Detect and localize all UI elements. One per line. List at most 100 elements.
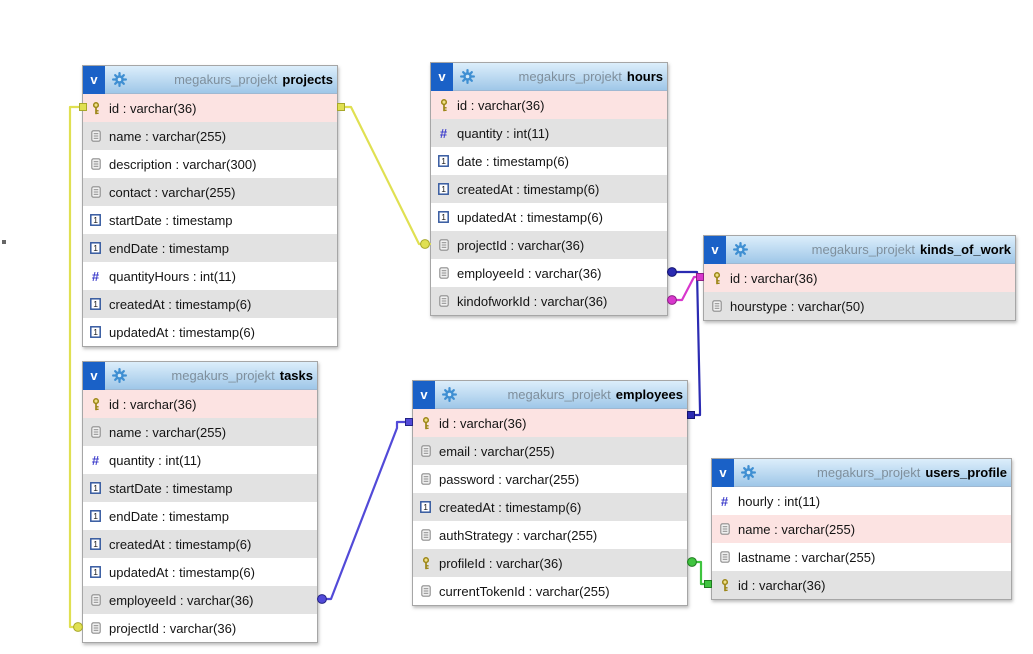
field-row-projectId[interactable]: projectId : varchar(36) <box>83 614 317 642</box>
field-row-id[interactable]: id : varchar(36) <box>704 264 1015 292</box>
field-row-profileId[interactable]: profileId : varchar(36) <box>413 549 687 577</box>
table-users_profile[interactable]: v megakurs_projekt users_profile # hourl… <box>711 458 1012 600</box>
table-name: kinds_of_work <box>919 242 1011 257</box>
field-row-name[interactable]: name : varchar(255) <box>83 418 317 446</box>
stray-mark <box>2 240 6 244</box>
timestamp-icon: 1 <box>89 510 102 522</box>
field-row-updatedAt[interactable]: 1 updatedAt : timestamp(6) <box>431 203 667 231</box>
field-row-id[interactable]: id : varchar(36) <box>83 94 337 122</box>
svg-text:1: 1 <box>93 483 98 493</box>
timestamp-icon: 1 <box>437 211 450 223</box>
key-icon <box>437 98 450 112</box>
table-tasks[interactable]: v megakurs_projekt tasks id : varchar(36… <box>82 361 318 643</box>
key-icon <box>710 271 723 285</box>
timestamp-icon: 1 <box>437 183 450 195</box>
select-checkbox[interactable]: v <box>431 62 453 91</box>
gear-icon[interactable] <box>442 387 457 402</box>
table-hours[interactable]: v megakurs_projekt hours id : varchar(36… <box>430 62 668 316</box>
table-employees[interactable]: v megakurs_projekt employees id : varcha… <box>412 380 688 606</box>
numeric-icon: # <box>720 493 729 509</box>
svg-text:1: 1 <box>93 511 98 521</box>
timestamp-icon: 1 <box>89 298 102 310</box>
relation-projects-id-hours-projectId <box>336 105 432 246</box>
field-row-createdAt[interactable]: 1 createdAt : timestamp(6) <box>83 530 317 558</box>
field-row-updatedAt[interactable]: 1 updatedAt : timestamp(6) <box>83 558 317 586</box>
field-row-quantity[interactable]: # quantity : int(11) <box>83 446 317 474</box>
field-row-id[interactable]: id : varchar(36) <box>413 409 687 437</box>
relation-hours-kindofworkId-kinds_of_work-id-fk-anchor <box>667 295 677 305</box>
field-row-contact[interactable]: contact : varchar(255) <box>83 178 337 206</box>
numeric-icon: # <box>439 125 448 141</box>
field-row-employeeId[interactable]: employeeId : varchar(36) <box>83 586 317 614</box>
table-projects[interactable]: v megakurs_projekt projects id : varchar… <box>82 65 338 347</box>
field-row-projectId[interactable]: projectId : varchar(36) <box>431 231 667 259</box>
field-row-hourly[interactable]: # hourly : int(11) <box>712 487 1011 515</box>
field-row-name[interactable]: name : varchar(255) <box>712 515 1011 543</box>
gear-icon[interactable] <box>733 242 748 257</box>
field-row-createdAt[interactable]: 1 createdAt : timestamp(6) <box>431 175 667 203</box>
text-field-icon <box>419 473 432 485</box>
table-header[interactable]: v megakurs_projekt users_profile <box>712 458 1011 487</box>
field-row-kindofworkId[interactable]: kindofworkId : varchar(36) <box>431 287 667 315</box>
field-row-authStrategy[interactable]: authStrategy : varchar(255) <box>413 521 687 549</box>
field-row-endDate[interactable]: 1 endDate : timestamp <box>83 234 337 262</box>
table-name: employees <box>615 387 683 402</box>
gear-icon[interactable] <box>112 368 127 383</box>
field-row-updatedAt[interactable]: 1 updatedAt : timestamp(6) <box>83 318 337 346</box>
table-header[interactable]: v megakurs_projekt projects <box>83 65 337 94</box>
text-field-icon <box>710 300 723 312</box>
table-header[interactable]: v megakurs_projekt employees <box>413 380 687 409</box>
key-icon <box>419 556 432 570</box>
field-row-email[interactable]: email : varchar(255) <box>413 437 687 465</box>
key-icon <box>718 578 731 592</box>
field-row-createdAt[interactable]: 1 createdAt : timestamp(6) <box>83 290 337 318</box>
relation-hours-kindofworkId-kinds_of_work-id <box>666 275 705 302</box>
field-row-id[interactable]: id : varchar(36) <box>431 91 667 119</box>
text-field-icon <box>419 529 432 541</box>
table-prefix: megakurs_projekt <box>811 242 915 257</box>
gear-icon[interactable] <box>741 465 756 480</box>
table-prefix: megakurs_projekt <box>518 69 622 84</box>
select-checkbox[interactable]: v <box>413 380 435 409</box>
field-row-endDate[interactable]: 1 endDate : timestamp <box>83 502 317 530</box>
field-row-quantityHours[interactable]: # quantityHours : int(11) <box>83 262 337 290</box>
field-row-id[interactable]: id : varchar(36) <box>83 390 317 418</box>
table-name: tasks <box>279 368 313 383</box>
field-row-currentTokenId[interactable]: currentTokenId : varchar(255) <box>413 577 687 605</box>
select-checkbox[interactable]: v <box>83 65 105 94</box>
gear-icon[interactable] <box>112 72 127 87</box>
table-header[interactable]: v megakurs_projekt hours <box>431 62 667 91</box>
select-checkbox[interactable]: v <box>712 458 734 487</box>
key-icon <box>419 416 432 430</box>
relation-hours-employeeId-employees-id-fk-anchor <box>667 267 677 277</box>
svg-text:1: 1 <box>93 299 98 309</box>
field-row-id[interactable]: id : varchar(36) <box>712 571 1011 599</box>
field-row-employeeId[interactable]: employeeId : varchar(36) <box>431 259 667 287</box>
table-name: users_profile <box>925 465 1007 480</box>
relation-projects-id-tasks-projectId <box>68 105 84 629</box>
field-row-hourstype[interactable]: hourstype : varchar(50) <box>704 292 1015 320</box>
text-field-icon <box>437 295 450 307</box>
field-row-startDate[interactable]: 1 startDate : timestamp <box>83 206 337 234</box>
field-row-createdAt[interactable]: 1 createdAt : timestamp(6) <box>413 493 687 521</box>
table-name: projects <box>282 72 333 87</box>
gear-icon[interactable] <box>460 69 475 84</box>
table-header[interactable]: v megakurs_projekt tasks <box>83 361 317 390</box>
timestamp-icon: 1 <box>89 242 102 254</box>
relation-tasks-employeeId-employees-id <box>316 420 414 601</box>
table-header[interactable]: v megakurs_projekt kinds_of_work <box>704 235 1015 264</box>
field-row-quantity[interactable]: # quantity : int(11) <box>431 119 667 147</box>
select-checkbox[interactable]: v <box>704 235 726 264</box>
field-row-name[interactable]: name : varchar(255) <box>83 122 337 150</box>
relation-employees-profileId-users_profile-id <box>686 560 713 586</box>
table-kinds_of_work[interactable]: v megakurs_projekt kinds_of_work id : va… <box>703 235 1016 321</box>
table-prefix: megakurs_projekt <box>507 387 611 402</box>
field-row-lastname[interactable]: lastname : varchar(255) <box>712 543 1011 571</box>
field-row-description[interactable]: description : varchar(300) <box>83 150 337 178</box>
field-row-date[interactable]: 1 date : timestamp(6) <box>431 147 667 175</box>
select-checkbox[interactable]: v <box>83 361 105 390</box>
field-row-startDate[interactable]: 1 startDate : timestamp <box>83 474 317 502</box>
field-row-password[interactable]: password : varchar(255) <box>413 465 687 493</box>
text-field-icon <box>419 445 432 457</box>
